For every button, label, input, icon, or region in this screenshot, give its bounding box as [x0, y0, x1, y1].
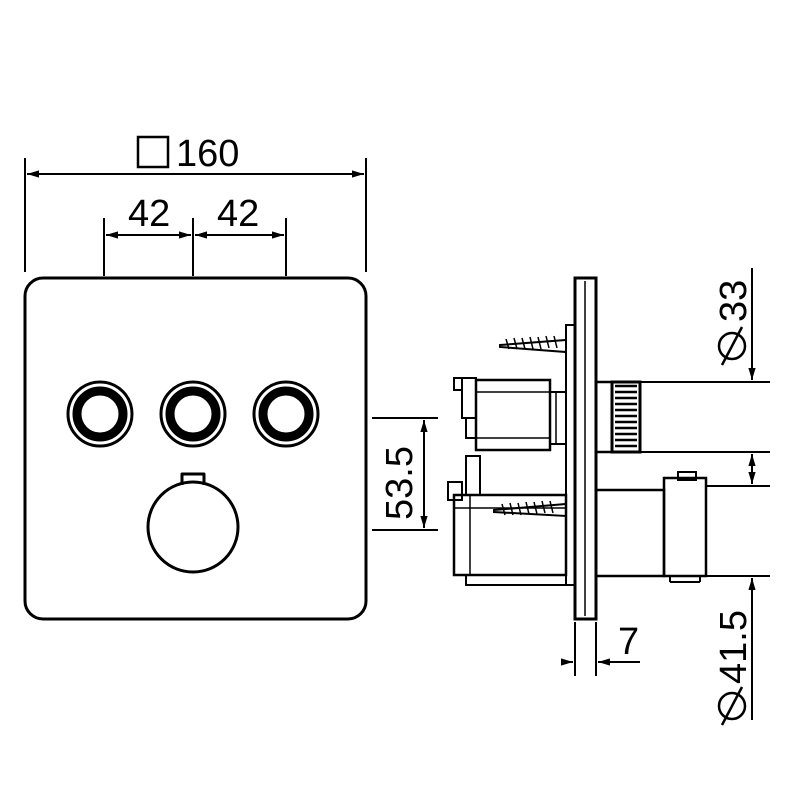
push-button-right: [252, 380, 320, 448]
width-value: 160: [176, 133, 239, 175]
diameter-41-5-value: 41.5: [713, 610, 755, 684]
push-button-left: [66, 380, 134, 448]
diameter-symbol-icon: [717, 686, 747, 726]
dimension-diameter-33: 33: [640, 268, 770, 476]
diameter-33-value: 33: [713, 280, 755, 322]
lower-valve-body: [447, 455, 568, 586]
plate-thickness-value: 7: [618, 621, 639, 663]
lower-outlet-stem: [594, 471, 708, 583]
side-view: 33 41.5 7: [447, 268, 770, 726]
spacing-right-value: 42: [217, 193, 259, 235]
cover-plate: [23, 276, 368, 621]
knob-indicator: [180, 472, 206, 485]
diameter-symbol-icon: [717, 326, 747, 366]
spacing-left-value: 42: [128, 193, 170, 235]
upper-valve-body: [453, 377, 567, 452]
button-to-knob-value: 53.5: [379, 446, 421, 520]
front-view: 160 42 42 53.5: [23, 133, 438, 621]
upper-screw: [499, 335, 567, 354]
dimension-button-spacing: 42 42: [103, 193, 287, 276]
dimension-button-to-knob: 53.5: [372, 417, 438, 531]
dimension-diameter-41-5: 41.5: [706, 462, 770, 726]
dimension-width: 160: [24, 133, 367, 272]
side-cover-plate: [573, 276, 598, 621]
upper-outlet-stem: [594, 380, 642, 454]
push-button-middle: [159, 380, 227, 448]
dimension-plate-thickness: 7: [561, 621, 640, 676]
square-symbol-icon: [136, 135, 170, 169]
lower-screw: [493, 500, 567, 518]
mounting-frame: [565, 324, 576, 586]
thermostat-knob: [146, 472, 240, 574]
